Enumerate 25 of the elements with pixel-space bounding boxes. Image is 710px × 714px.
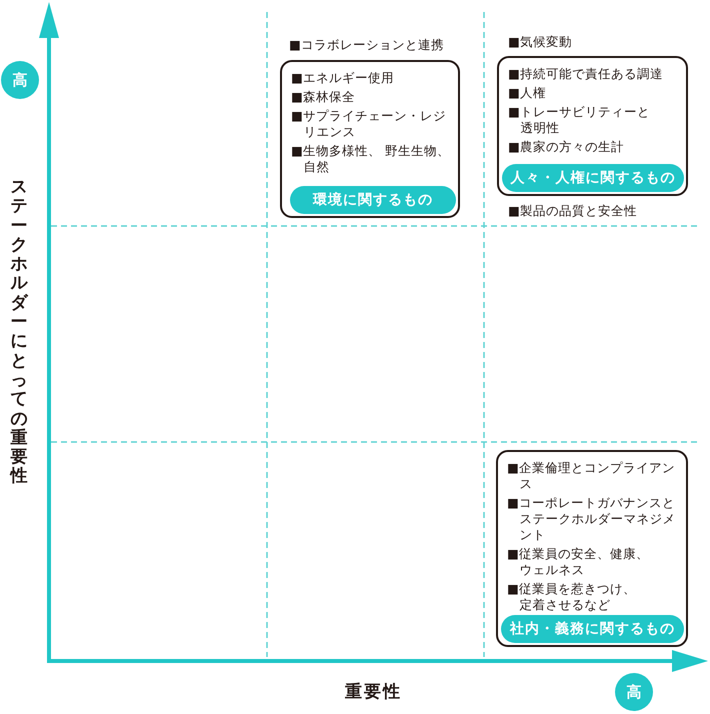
category-box [496, 450, 688, 647]
category-tag: 人々・人権に関するもの [502, 164, 684, 192]
category-box [497, 56, 688, 196]
list-item: ■エネルギー使用 [291, 70, 395, 86]
issue-label: ■コラボレーションと連携 [289, 37, 444, 53]
axis-title: ステークホルダーにとっての重要性 [9, 178, 29, 487]
level-marker: 高 [615, 673, 653, 711]
category-tag: 社内・義務に関するもの [501, 615, 684, 643]
category-box [280, 60, 460, 218]
list-item: ■持続可能で責任ある調達 [508, 66, 664, 82]
issue-label: ■製品の品質と安全性 [508, 203, 637, 219]
list-item: ■農家の方々の生計 [508, 139, 625, 155]
list-item: ■生物多様性、 野生生物、自然 [291, 143, 451, 175]
list-item: ■従業員を惹きつけ、定着させるなど [507, 581, 637, 613]
list-item: ■森林保全 [291, 89, 356, 105]
list-item: ■サプライチェーン・レジリエンス [291, 108, 447, 140]
list-item: ■コーポレートガバナンスとステークホルダーマネジメント [507, 495, 676, 543]
category-tag: 環境に関するもの [290, 186, 456, 214]
list-item: ■従業員の安全、健康、ウェルネス [507, 546, 649, 578]
list-item: ■企業倫理とコンプライアンス [507, 460, 676, 492]
axis-title: 重要性 [345, 681, 402, 704]
issue-label: ■気候変動 [508, 34, 572, 50]
level-marker: 高 [1, 61, 39, 99]
list-item: ■トレーサビリティーと透明性 [508, 104, 650, 136]
list-item: ■人権 [508, 85, 547, 101]
